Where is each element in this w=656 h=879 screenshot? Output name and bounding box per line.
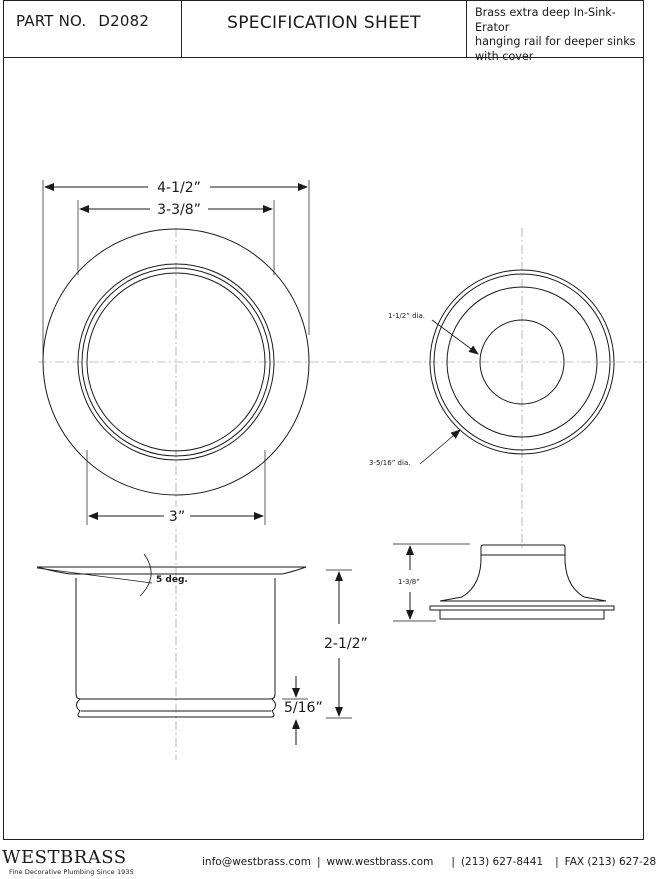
leader-line <box>431 319 479 355</box>
outer-rim-circle <box>42 228 310 496</box>
cover-knob <box>480 544 566 555</box>
cover-rim-plate <box>429 605 615 611</box>
cover-underside <box>439 610 605 620</box>
flange-lip <box>36 566 307 575</box>
center-lines <box>38 228 650 760</box>
hole-diameter-label: 1-1/2” dia. <box>388 312 425 320</box>
description-line: hanging rail for deeper sinks <box>475 35 636 48</box>
bottom-bead <box>76 698 276 718</box>
inner-rim-circle <box>81 267 271 457</box>
flange-angle-label: 5 deg. <box>156 575 188 585</box>
sheet-title: SPECIFICATION SHEET <box>182 1 467 57</box>
separator: | <box>555 856 559 868</box>
fax-number: FAX (213) 627-2844 <box>564 856 656 868</box>
website-link[interactable]: www.westbrass.com <box>326 856 434 868</box>
cover-outer-circle <box>429 269 615 455</box>
cover-side-view <box>429 544 615 620</box>
separator: | <box>451 856 455 868</box>
cover-hole-circle <box>479 319 565 405</box>
separator: | <box>316 856 321 868</box>
label-mask <box>164 507 190 525</box>
contact-info: info@westbrass.com | www.westbrass.com | (21… <box>202 856 656 868</box>
part-number-label: PART NO. <box>16 12 87 30</box>
bead-height-label: 5/16” <box>284 700 323 716</box>
title-block: PART NO. D2082 SPECIFICATION SHEET Brass … <box>3 0 644 63</box>
bottom-width-label: 3” <box>169 509 185 525</box>
body-height-label: 2-1/2” <box>324 636 368 652</box>
part-number-cell: PART NO. D2082 <box>4 1 182 57</box>
description-line: Brass extra deep In-Sink-Erator <box>475 6 616 34</box>
angle-arc <box>139 553 152 597</box>
cover-step-circle <box>446 286 598 438</box>
angle-reference-line <box>36 567 153 584</box>
body-side-view <box>36 566 307 718</box>
cover-profile-left <box>439 554 482 602</box>
cover-top-view <box>429 269 615 455</box>
cover-outer-circle <box>433 273 611 451</box>
part-number: D2082 <box>98 12 150 30</box>
leader-line <box>419 429 461 465</box>
bore-circle <box>86 272 266 452</box>
label-mask <box>150 201 208 217</box>
flange-top-view <box>42 228 310 496</box>
product-description: Brass extra deep In-Sink-Erator hanging … <box>467 1 643 63</box>
brand-logo: WESTBRASS Fine Decorative Plumbing Since… <box>2 847 134 877</box>
outer-width-label: 4-1/2” <box>157 180 201 196</box>
email-link[interactable]: info@westbrass.com <box>202 856 311 868</box>
drawing-frame <box>3 57 644 840</box>
cover-height-label: 1-3/8” <box>398 578 420 586</box>
phone-number: (213) 627-8441 <box>460 856 544 868</box>
description-line: with cover <box>475 49 534 63</box>
brand-name: WESTBRASS <box>2 847 127 868</box>
brand-tagline: Fine Decorative Plumbing Since 1935 <box>9 868 134 876</box>
body-wall <box>75 578 276 700</box>
inner-width-label: 3-3/8” <box>157 202 201 218</box>
cover-profile-right <box>564 554 607 602</box>
label-mask <box>148 179 210 195</box>
inner-rim-circle <box>77 263 275 461</box>
cover-diameter-label: 3-5/16” dia. <box>369 459 410 467</box>
